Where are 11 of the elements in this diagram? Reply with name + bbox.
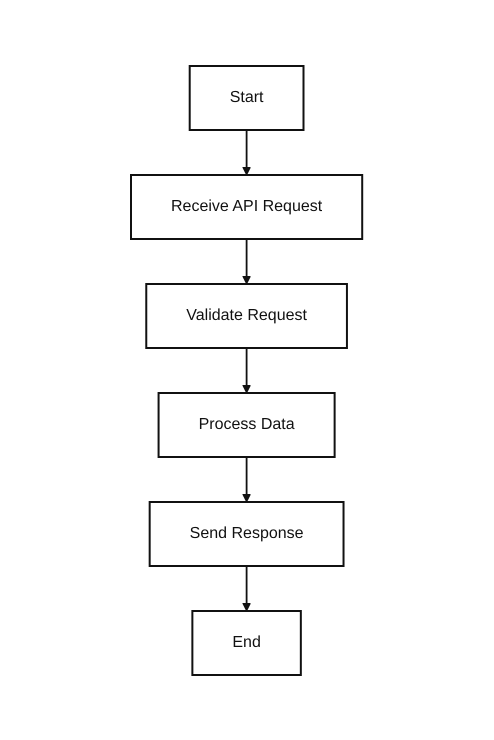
node-box: Start — [189, 64, 305, 130]
node-box: Send Response — [149, 500, 345, 566]
arrow — [242, 566, 252, 611]
node-box: Process Data — [158, 392, 336, 458]
arrow — [242, 456, 252, 502]
arrow — [242, 130, 252, 175]
arrow — [242, 238, 252, 284]
arrow — [242, 348, 252, 393]
node-box: Validate Request — [146, 282, 348, 348]
node-box: End — [192, 610, 302, 676]
node-box: Receive API Request — [130, 174, 364, 240]
